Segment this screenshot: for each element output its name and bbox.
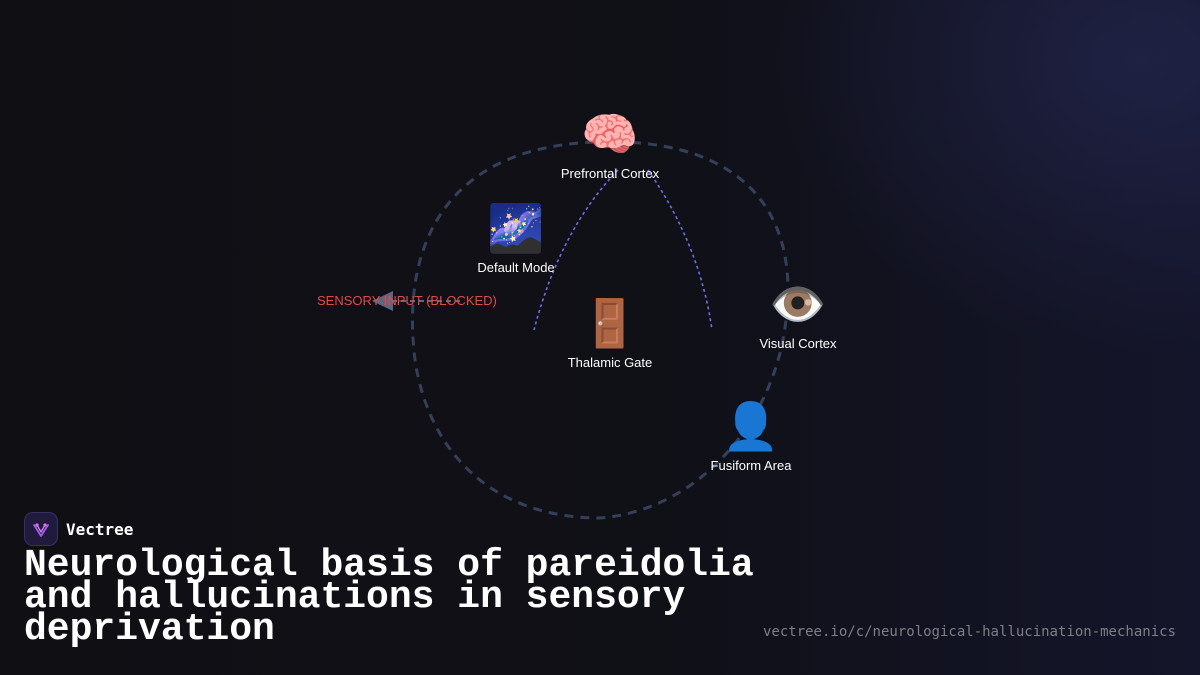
node-thalamic-gate: 🚪 Thalamic Gate <box>568 295 653 371</box>
node-label: Prefrontal Cortex <box>560 166 660 181</box>
node-label: Thalamic Gate <box>567 355 653 370</box>
brand: Vectree <box>24 512 133 546</box>
node-default-mode: 🌌 Default Mode <box>477 200 554 276</box>
node-prefrontal-cortex: 🧠 Prefrontal Cortex <box>561 106 659 182</box>
brand-name: Vectree <box>66 519 134 539</box>
node-label: Fusiform Area <box>710 458 792 473</box>
connection-prefrontal-to-default-mode <box>533 169 619 331</box>
door-icon: 🚪 <box>581 296 639 350</box>
node-label: Default Mode <box>477 260 555 275</box>
source-url: vectree.io/c/neurological-hallucination-… <box>762 624 1176 640</box>
milky-way-icon: 🌌 <box>487 201 545 255</box>
eye-icon: 👁️ <box>769 277 827 331</box>
vectree-logo-icon <box>24 512 58 546</box>
page-title: Neurological basis of pareidolia and hal… <box>24 544 754 651</box>
node-label: Visual Cortex <box>759 336 837 351</box>
blocked-input-arrow-icon <box>372 291 393 311</box>
feedback-loop <box>410 140 790 520</box>
person-silhouette-icon: 👤 <box>722 399 780 453</box>
node-visual-cortex: 👁️ Visual Cortex <box>759 276 836 352</box>
brain-icon: 🧠 <box>581 107 639 161</box>
node-fusiform-area: 👤 Fusiform Area <box>711 398 792 474</box>
connection-prefrontal-to-visual-cortex <box>647 169 713 331</box>
blocked-sensory-input-label: SENSORY INPUT (BLOCKED) <box>317 293 497 308</box>
